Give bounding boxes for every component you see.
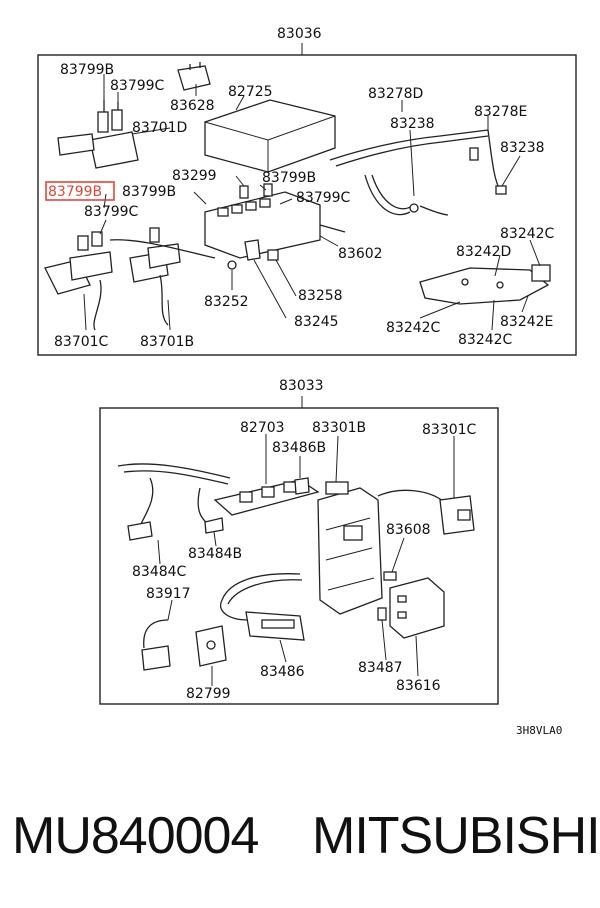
connector-83608-art — [383, 571, 397, 581]
panel-82799-art — [195, 625, 227, 667]
label-83799c-right: 83799C — [296, 190, 351, 206]
label-83701c: 83701C — [54, 334, 109, 350]
brand-name: MITSUBISHI — [312, 807, 600, 865]
label-83799b-highlighted[interactable]: 83799B — [48, 184, 102, 200]
label-83799b-mid: 83799B — [262, 170, 316, 186]
clip-83252-art — [227, 260, 237, 270]
label-83484c: 83484C — [132, 564, 187, 580]
label-83799b-left: 83799B — [122, 184, 176, 200]
harness-82703-art — [117, 463, 320, 541]
label-83484b: 83484B — [188, 546, 242, 562]
label-83242c-c: 83242C — [458, 332, 513, 348]
label-82799: 82799 — [186, 686, 231, 702]
label-83242d: 83242D — [456, 244, 511, 260]
label-83242e: 83242E — [500, 314, 553, 330]
label-83252: 83252 — [204, 294, 249, 310]
label-83799c-left: 83799C — [84, 204, 139, 220]
label-83616: 83616 — [396, 678, 441, 694]
label-83278e: 83278E — [474, 104, 527, 120]
wire-83917-art — [141, 619, 171, 671]
connector-83628-art — [177, 62, 211, 91]
label-83242c-a: 83242C — [500, 226, 555, 242]
wire-83486-art — [220, 573, 305, 641]
relay-83701c-art — [44, 231, 113, 331]
junction-block-83602-art — [204, 183, 346, 259]
junction-block-83301b-art — [294, 477, 383, 615]
bottom-group-title: 83033 — [279, 378, 324, 394]
label-83917: 83917 — [146, 586, 191, 602]
label-83628: 83628 — [170, 98, 215, 114]
bolt-83258-art — [267, 249, 279, 261]
wire-83278e-art — [469, 129, 507, 195]
label-83602: 83602 — [338, 246, 383, 262]
label-83486: 83486 — [260, 664, 305, 680]
top-leader-lines — [83, 74, 541, 331]
bottom-leader-lines — [157, 434, 455, 686]
part-number: MU840004 — [12, 807, 259, 865]
label-83487: 83487 — [358, 660, 403, 676]
top-group-title: 83036 — [277, 26, 322, 42]
label-82703: 82703 — [240, 420, 285, 436]
bottom-group-frame — [99, 407, 499, 705]
label-82725: 82725 — [228, 84, 273, 100]
bracket-83242-art — [419, 264, 551, 305]
diagram-code: 3H8VLA0 — [516, 724, 562, 737]
label-83301c: 83301C — [422, 422, 477, 438]
label-83245: 83245 — [294, 314, 339, 330]
label-83238-b: 83238 — [500, 140, 545, 156]
label-83301b: 83301B — [312, 420, 366, 436]
label-83799b-top: 83799B — [60, 62, 114, 78]
label-83278d: 83278D — [368, 86, 423, 102]
label-83258: 83258 — [298, 288, 343, 304]
label-83701d: 83701D — [132, 120, 187, 136]
clip-83245-art — [244, 239, 261, 261]
label-83701b: 83701B — [140, 334, 194, 350]
footer: MU840004 MITSUBISHI — [0, 800, 600, 880]
label-83242c-b: 83242C — [386, 320, 441, 336]
clip-83487-art — [377, 607, 387, 621]
wire-83278d-art — [329, 129, 489, 216]
label-83486b: 83486B — [272, 440, 326, 456]
top-group-frame — [37, 54, 577, 356]
label-83608: 83608 — [386, 522, 431, 538]
relay-83701b-art — [109, 227, 216, 326]
fusebox-cover-82725-art — [204, 99, 336, 173]
highlight-box-83799b — [45, 181, 115, 201]
module-83616-art — [377, 571, 445, 639]
connector-83301c-art — [377, 489, 475, 535]
label-83799c-top: 83799C — [110, 78, 165, 94]
label-83238-a: 83238 — [390, 116, 435, 132]
relay-83701d-art — [57, 100, 139, 169]
label-83299: 83299 — [172, 168, 217, 184]
